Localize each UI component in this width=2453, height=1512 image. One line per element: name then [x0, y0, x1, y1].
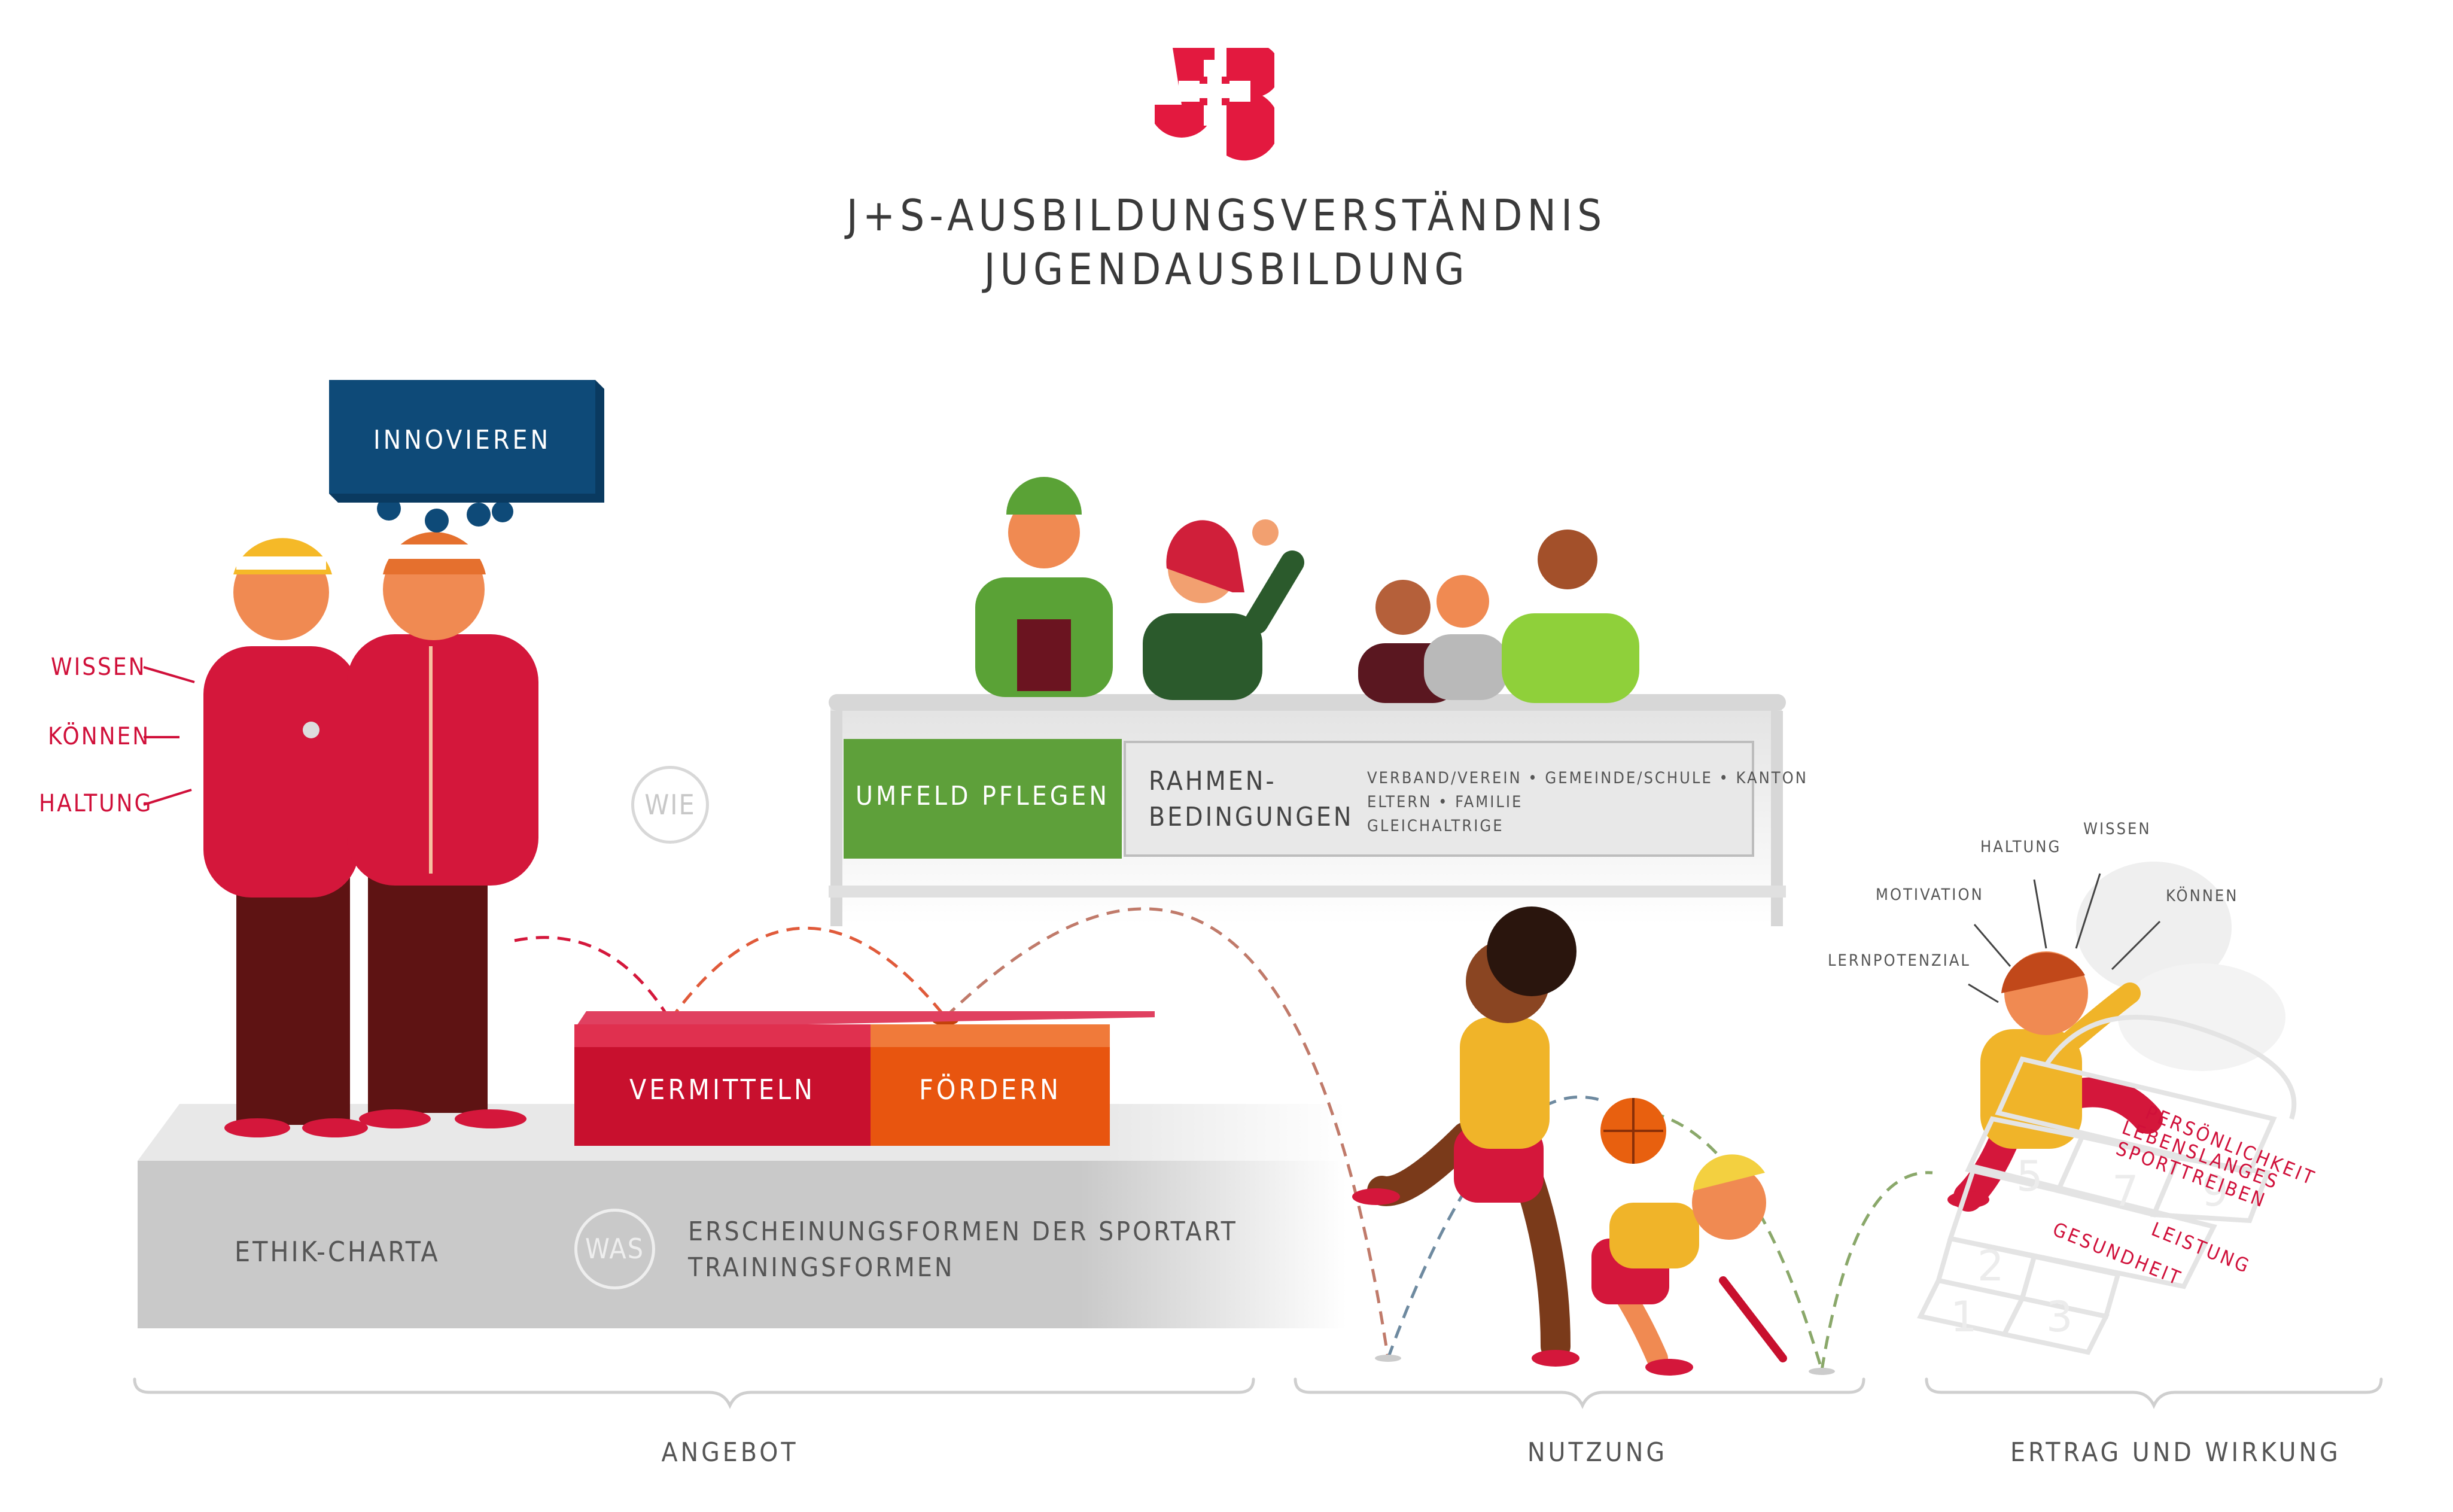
section-ertrag: ERTRAG UND WIRKUNG [2010, 1437, 2341, 1468]
section-nutzung: NUTZUNG [1527, 1437, 1668, 1468]
section-angebot: ANGEBOT [661, 1437, 799, 1468]
hop-num-7: 7 [2112, 1167, 2139, 1216]
rahmen-list-line1: VERBAND/VEREIN • GEMEINDE/SCHULE • KANTO… [1367, 769, 1808, 787]
learner-attr-koennen: KÖNNEN [2166, 887, 2239, 905]
js-logo [1155, 48, 1274, 161]
page-subtitle: JUGENDAUSBILDUNG [984, 244, 1469, 294]
hop-num-2: 2 [1977, 1242, 2004, 1291]
rahmen-list-line3: GLEICHALTRIGE [1367, 817, 1504, 835]
coach-attr-koennen: KÖNNEN [48, 723, 151, 750]
learner-attr-motivation: MOTIVATION [1876, 886, 1984, 904]
rahmen-list-line2: ELTERN • FAMILIE [1367, 793, 1523, 811]
learner-attr-lernpotenzial: LERNPOTENZIAL [1828, 951, 1971, 970]
rahmen-heading-line1: RAHMEN- [1149, 766, 1277, 796]
was-circle [574, 1209, 655, 1289]
learner-attr-wissen: WISSEN [2083, 820, 2151, 838]
vermitteln-block: VERMITTELN [629, 1073, 815, 1106]
umfeld-pflegen-label: UMFELD PFLEGEN [855, 781, 1110, 811]
wie-label: WIE [644, 789, 696, 821]
hop-num-5: 5 [2016, 1152, 2043, 1201]
wie-circle [631, 766, 709, 844]
blocks-shape [574, 1011, 1155, 1146]
innovieren-box-shape [329, 380, 604, 503]
hop-num-3: 3 [2046, 1292, 2073, 1341]
learner-attr-haltung: HALTUNG [1980, 838, 2062, 856]
hop-num-1: 1 [1950, 1292, 1977, 1341]
was-text-line2: TRAININGSFORMEN [688, 1252, 955, 1283]
page-title: J+S-AUSBILDUNGSVERSTÄNDNIS [846, 190, 1607, 241]
was-label: WAS [585, 1233, 644, 1265]
coach-attr-wissen: WISSEN [51, 653, 147, 681]
innovieren-box: INNOVIEREN [373, 425, 552, 455]
ethik-charta-label: ETHIK-CHARTA [235, 1236, 440, 1268]
umfeld-pflegen-box [844, 739, 1122, 859]
coach-attr-haltung: HALTUNG [39, 790, 153, 817]
hop-num-9: 9 [2202, 1167, 2229, 1216]
rahmen-heading-line2: BEDINGUNGEN [1149, 802, 1354, 832]
was-text-line1: ERSCHEINUNGSFORMEN DER SPORTART [688, 1216, 1238, 1247]
foerdern-block: FÖRDERN [919, 1073, 1061, 1106]
